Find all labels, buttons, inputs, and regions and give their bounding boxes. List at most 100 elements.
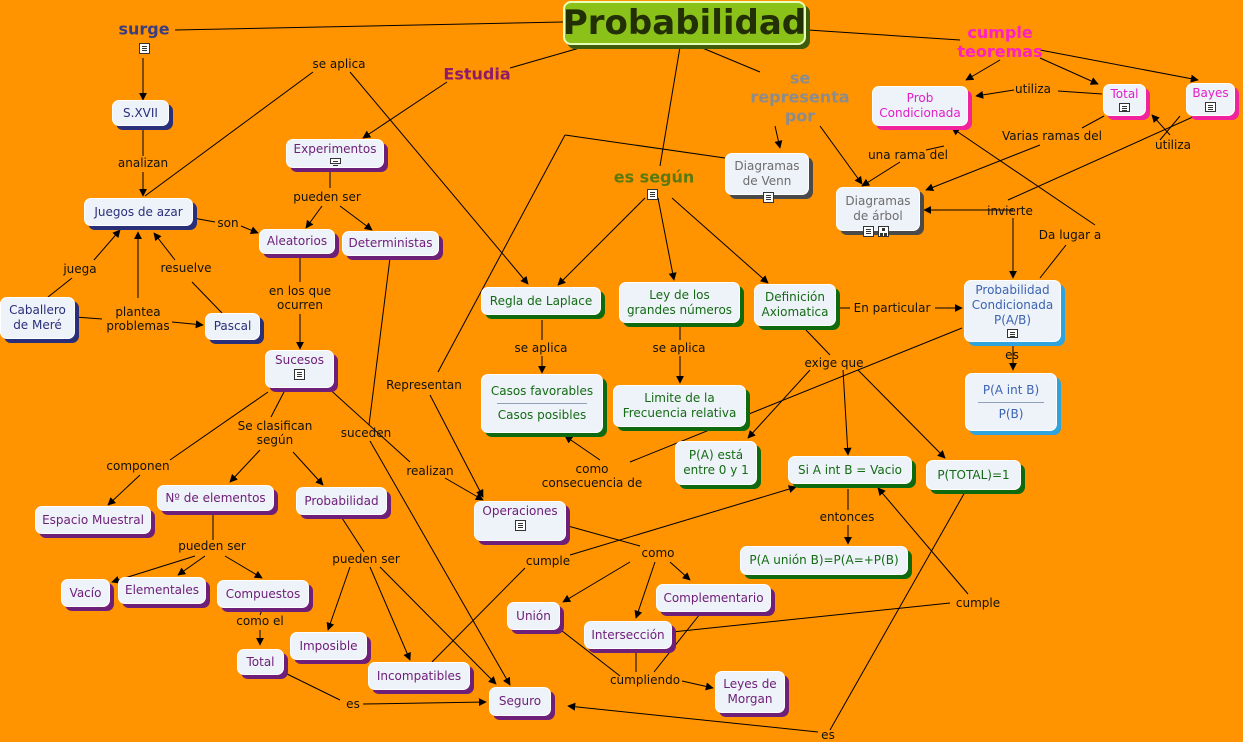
node-pascal[interactable]: Pascal [205,313,260,340]
document-icon[interactable] [863,226,874,237]
label-analizan: analizan [117,156,169,170]
label-estudia: Estudia [443,64,511,84]
node-p-a-int-b-over-p-b[interactable]: P(A int B) P(B) [965,373,1057,431]
document-icon[interactable] [763,192,774,203]
node-vacio[interactable]: Vacío [61,579,110,607]
node-sucesos-label: Sucesos [274,353,325,367]
document-icon[interactable] [647,189,658,200]
concept-map-icon[interactable] [878,226,889,237]
label-exige-que: exige que [804,356,864,370]
node-operaciones-label: Operaciones [482,504,558,518]
label-se-aplica: se aplica [652,341,706,355]
document-icon[interactable] [1205,102,1216,112]
node-leyes-de-morgan[interactable]: Leyes de Morgan [715,671,785,713]
node-bayes[interactable]: Bayes [1186,83,1235,116]
node-total-label: Total [1110,87,1139,101]
label-como-consecuencia: como consecuencia de [541,462,643,490]
node-definicion-axiomatica[interactable]: Definición Axiomatica [754,284,836,326]
label-se-aplica: se aplica [514,341,568,355]
node-interseccion[interactable]: Intersección [584,621,672,649]
node-experimentos-label: Experimentos [293,142,377,156]
label-son: son [217,216,239,230]
node-probabilidad-condicionada[interactable]: Probabilidad Condicionada P(A/B) [964,280,1061,342]
document-icon[interactable] [294,369,305,380]
label-da-lugar: Da lugar a [1038,228,1102,242]
node-sucesos[interactable]: Sucesos [265,350,334,388]
node-diagramas-venn-label: Diagramas de Venn [734,159,800,188]
label-resuelve: resuelve [160,261,212,275]
node-operaciones[interactable]: Operaciones [474,501,566,541]
root-node-probabilidad[interactable]: Probabilidad [563,1,806,45]
document-icon[interactable] [1007,329,1018,338]
document-icon[interactable] [1119,103,1130,112]
node-diagramas-venn[interactable]: Diagramas de Venn [725,153,809,195]
casos-favorables: Casos favorables [490,384,594,398]
fraction-denominator: P(B) [998,406,1024,421]
label-una-rama: una rama del [868,148,948,162]
label-es: es [1005,348,1019,362]
label-utiliza: utiliza [1015,82,1051,96]
node-p-union[interactable]: P(A unión B)=P(A=+P(B) [740,546,908,575]
label-como-el: como el [236,614,284,628]
node-espacio-muestral[interactable]: Espacio Muestral [35,506,151,534]
node-ley-grandes-numeros[interactable]: Ley de los grandes números [619,282,740,323]
label-suceden: suceden [340,426,392,440]
label-se-aplica: se aplica [312,57,366,71]
label-entonces: entonces [819,510,875,524]
node-compuestos[interactable]: Compuestos [217,580,309,608]
node-si-a-int-b[interactable]: Si A int B = Vacio [788,456,912,484]
node-aleatorios[interactable]: Aleatorios [259,229,335,254]
node-total[interactable]: Total [237,649,284,675]
label-pueden-ser: pueden ser [332,552,400,566]
casos-posibles: Casos posibles [497,408,587,422]
label-invierte: invierte [987,204,1033,218]
node-regla-de-laplace[interactable]: Regla de Laplace [481,287,601,315]
label-se-clasifican: Se clasifican según [237,419,313,447]
label-se-representa-por: se representa por [750,68,850,126]
node-juegos-de-azar[interactable]: Juegos de azar [84,198,193,226]
label-es: es [821,728,835,742]
fraction-numerator: P(A int B) [982,382,1040,397]
label-varias-ramas: Varias ramas del [1001,129,1103,143]
document-icon[interactable] [514,520,526,531]
node-imposible[interactable]: Imposible [290,632,367,660]
node-total-teorema[interactable]: Total [1103,84,1146,116]
node-diagramas-arbol[interactable]: Diagramas de árbol [836,187,920,231]
node-n-elementos[interactable]: Nº de elementos [157,485,274,511]
fraction-line [497,403,587,404]
label-en-los-que-ocurren: en los que ocurren [268,284,332,312]
label-utiliza: utiliza [1155,138,1191,152]
node-union[interactable]: Unión [507,602,560,630]
label-juega: juega [63,262,97,276]
node-diagramas-arbol-label: Diagramas de árbol [845,194,911,223]
node-deterministas[interactable]: Deterministas [342,231,439,256]
node-complementario[interactable]: Complementario [656,584,771,612]
node-casos-fraction[interactable]: Casos favorables Casos posibles [481,374,603,433]
fraction-line [978,401,1044,403]
label-en-particular: En particular [853,301,931,315]
node-caballero-de-mere[interactable]: Caballero de Meré [0,297,75,339]
node-sxvii[interactable]: S.XVII [112,100,169,126]
node-seguro[interactable]: Seguro [489,687,551,716]
label-representan: Representan [386,378,462,392]
node-limite-frecuencia[interactable]: Limite de la Frecuencia relativa [613,385,746,427]
node-experimentos[interactable]: Experimentos [286,139,384,168]
node-prob-condicionada[interactable]: Prob Condicionada [872,86,968,126]
node-probabilidad[interactable]: Probabilidad [296,487,387,515]
document-icon[interactable] [139,43,150,54]
label-realizan: realizan [406,464,454,478]
label-como: como [641,546,675,560]
document-icon[interactable] [329,158,341,164]
node-incompatibles[interactable]: Incompatibles [368,662,470,690]
label-plantea-problemas: plantea problemas [106,305,170,333]
label-es: es [346,697,360,711]
node-p-total[interactable]: P(TOTAL)=1 [926,460,1021,490]
label-cumple-teoremas: cumple teoremas [957,23,1043,61]
label-es-segun: es según [613,167,695,187]
node-probabilidad-condicionada-label: Probabilidad Condicionada P(A/B) [971,283,1054,327]
node-pa-entre-0-1[interactable]: P(A) está entre 0 y 1 [675,441,757,485]
label-pueden-ser: pueden ser [293,190,361,204]
node-elementales[interactable]: Elementales [118,577,206,604]
